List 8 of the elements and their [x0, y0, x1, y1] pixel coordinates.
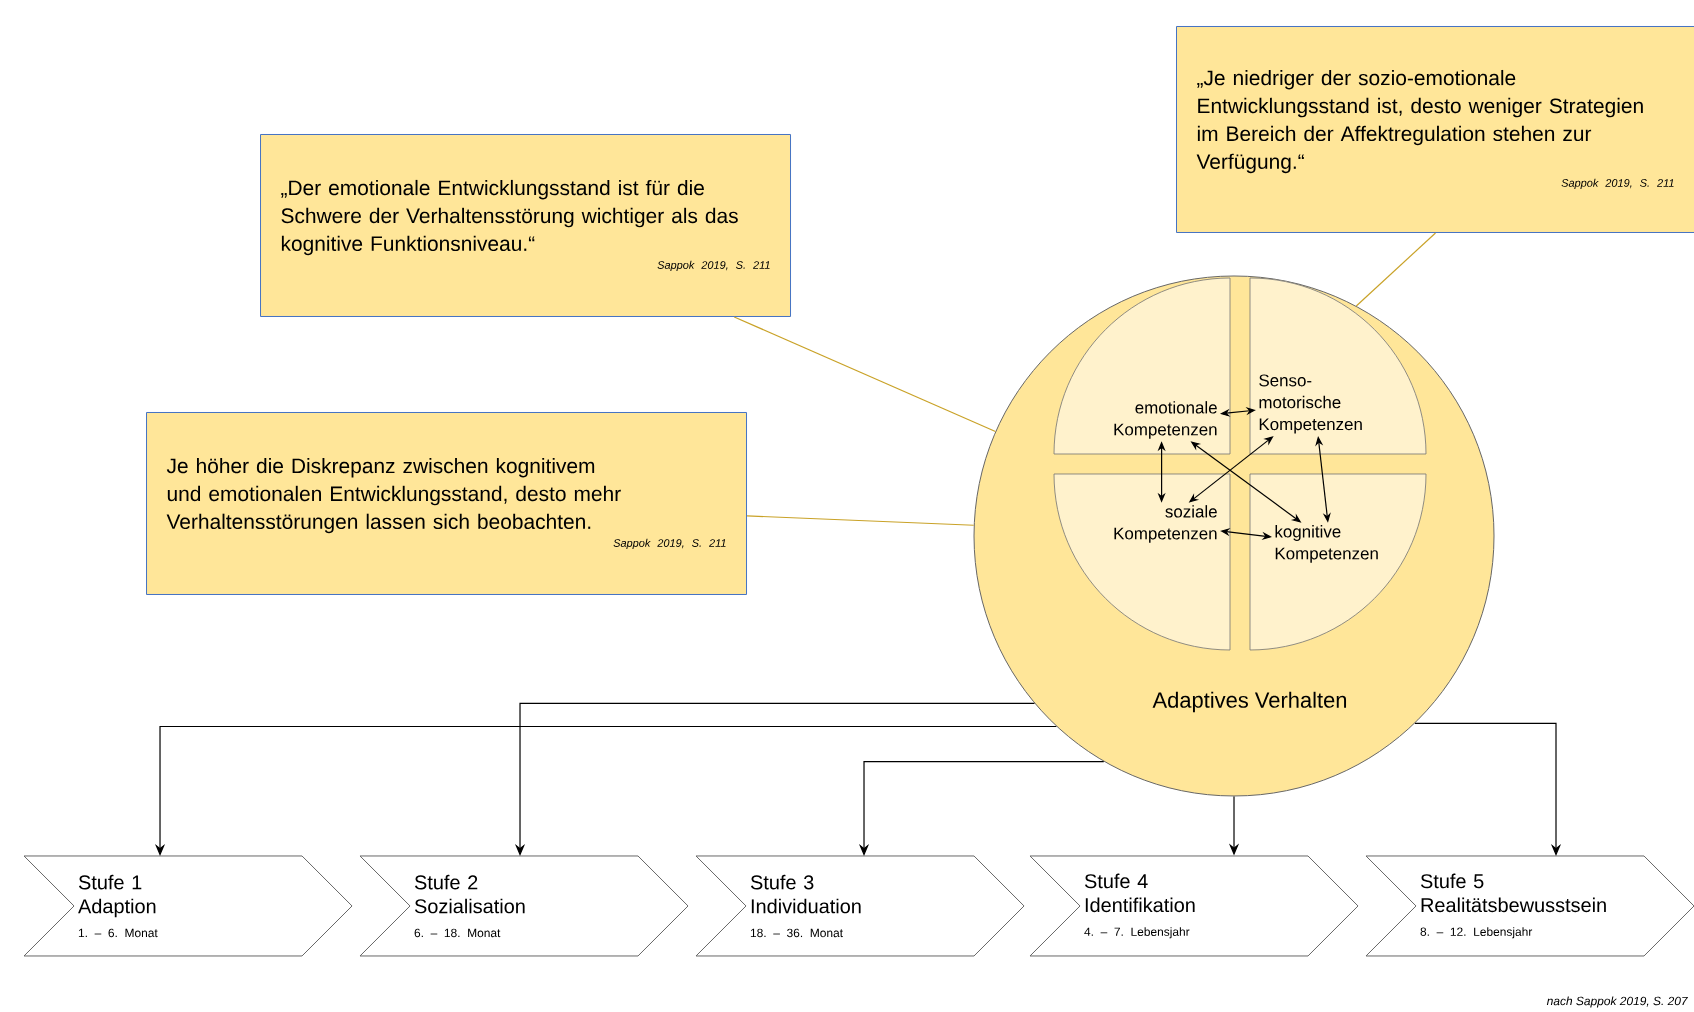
arrow	[1414, 722, 1562, 856]
connector-line	[746, 515, 975, 526]
quadrant: emotionale Kompetenzen	[1053, 277, 1231, 455]
quadrant: kognitive Kompetenzen	[1249, 473, 1427, 651]
connector-line	[733, 316, 997, 433]
quadrant: soziale Kompetenzen	[1053, 473, 1231, 651]
quadrant: Senso-motorische Kompetenzen	[1249, 277, 1427, 455]
connector-line	[1355, 232, 1437, 307]
